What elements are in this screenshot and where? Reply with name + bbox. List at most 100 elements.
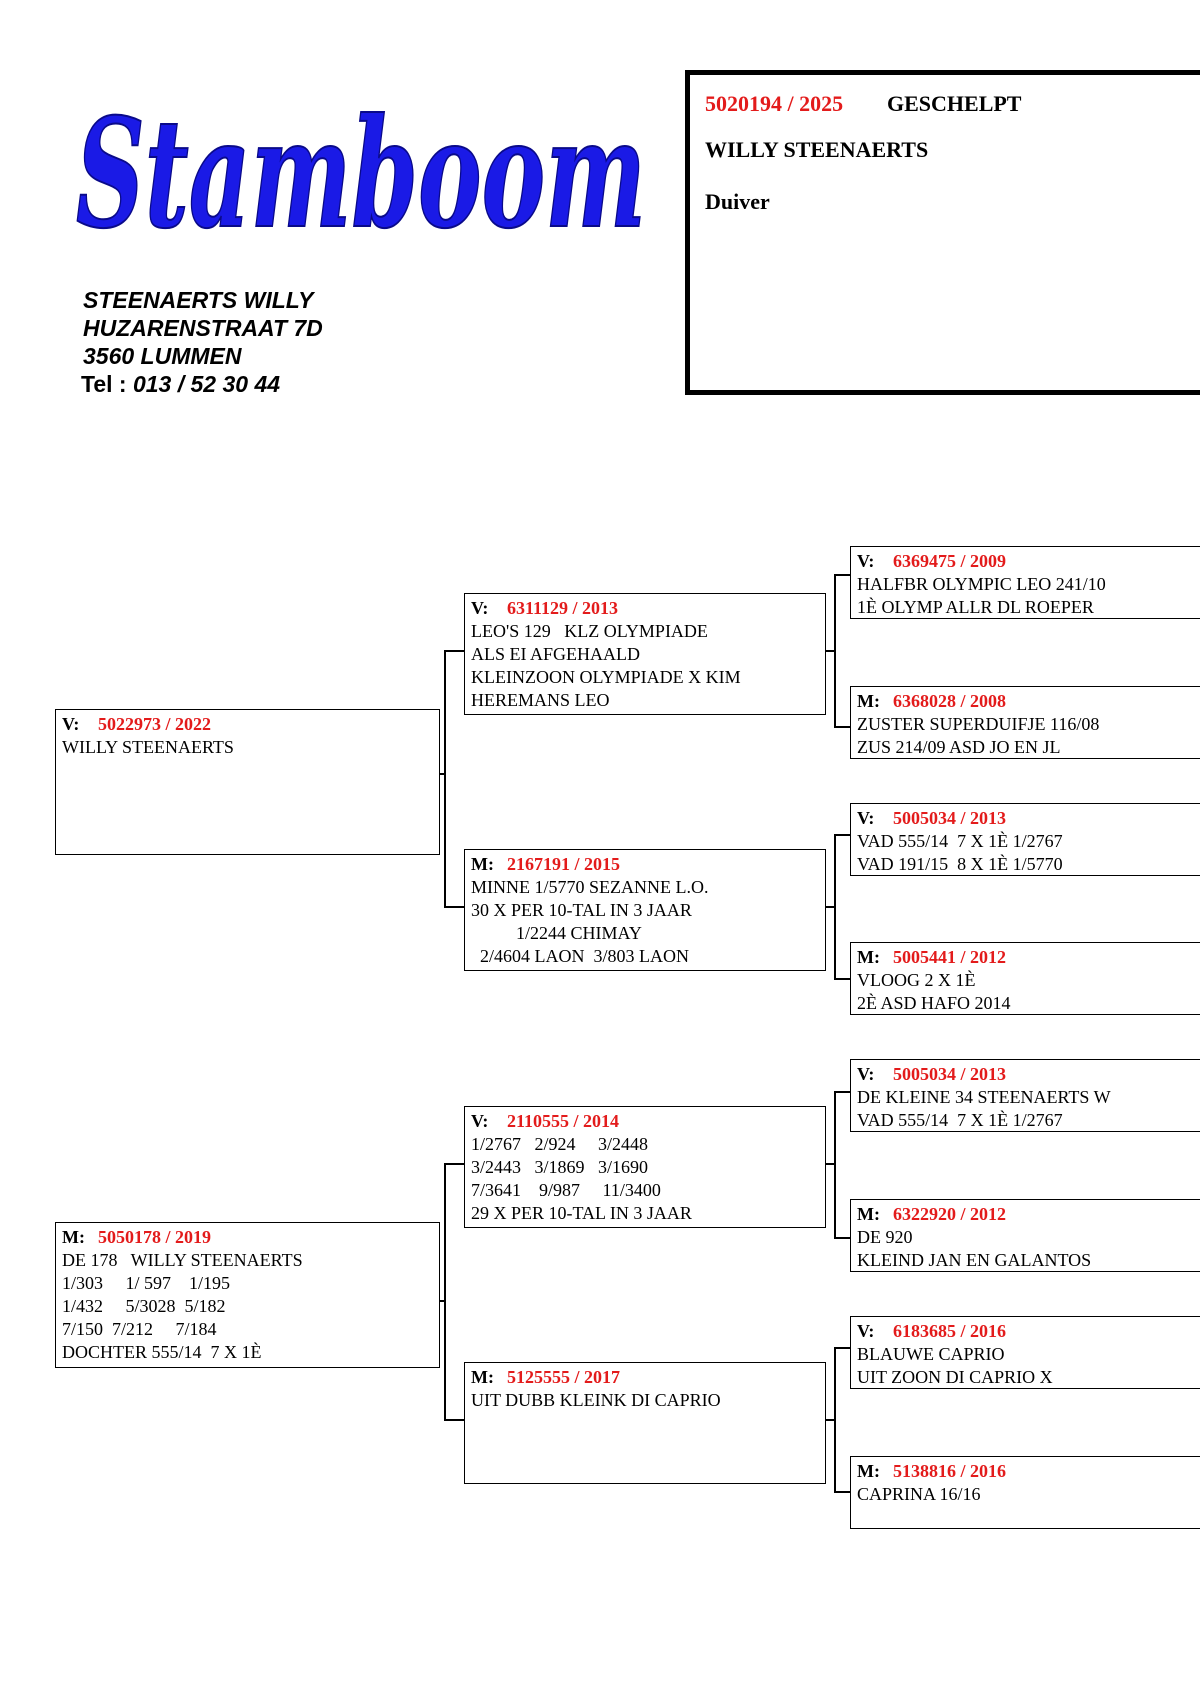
connector <box>444 1163 464 1165</box>
owner-street: HUZARENSTRAAT 7D <box>83 315 323 341</box>
ring-number: 2110555 / 2014 <box>507 1111 620 1131</box>
pedigree-mfm: M:6322920 / 2012 DE 920 KLEIND JAN EN GA… <box>850 1199 1200 1272</box>
pedigree-note: DE 178 WILLY STEENAERTS <box>62 1250 303 1270</box>
connector <box>444 1419 464 1421</box>
connector <box>834 1091 850 1093</box>
ring-number: 5138816 / 2016 <box>893 1461 1007 1481</box>
owner-phone: Tel : 013 / 52 30 44 <box>81 370 323 398</box>
connector <box>834 1491 850 1493</box>
logo-text: Stamboom <box>76 86 646 262</box>
owner-address: STEENAERTS WILLY HUZARENSTRAAT 7D 3560 L… <box>81 286 323 398</box>
pedigree-note: 1/432 5/3028 5/182 <box>62 1296 226 1316</box>
sex-label: V: <box>471 1111 489 1131</box>
pedigree-father: V: 5022973 / 2022 WILLY STEENAERTS <box>55 709 440 855</box>
sex-label: M: <box>857 691 880 711</box>
connector <box>823 650 835 652</box>
owner-name: STEENAERTS WILLY <box>83 287 314 313</box>
connector <box>437 773 445 775</box>
sex-label: V: <box>62 714 80 734</box>
ring-number: 6183685 / 2016 <box>893 1321 1007 1341</box>
pedigree-note: 1/2244 CHIMAY <box>471 923 642 943</box>
pedigree-note: ALS EI AFGEHAALD <box>471 644 640 664</box>
phone-label: Tel : <box>81 371 127 397</box>
sex-label: M: <box>857 1204 880 1224</box>
pedigree-note: ZUSTER SUPERDUIFJE 116/08 <box>857 714 1100 734</box>
pedigree-ffm: M: 6368028 / 2008 ZUSTER SUPERDUIFJE 116/… <box>850 686 1200 759</box>
ring-number: 5005034 / 2013 <box>893 1064 1007 1084</box>
pedigree-note: 1/303 1/ 597 1/195 <box>62 1273 231 1293</box>
pedigree-note: UIT DUBB KLEINK DI CAPRIO <box>471 1390 721 1410</box>
connector <box>834 978 850 980</box>
pedigree-note: WILLY STEENAERTS <box>62 737 234 757</box>
sex-label: V: <box>857 1321 875 1341</box>
pedigree-note: 7/150 7/212 7/184 <box>62 1319 217 1339</box>
ring-number: 5005441 / 2012 <box>893 947 1007 967</box>
connector <box>823 1163 835 1165</box>
sex-label: V: <box>857 551 875 571</box>
sex-label: V: <box>471 598 489 618</box>
pedigree-mother-mother: M: 5125555 / 2017 UIT DUBB KLEINK DI CAPR… <box>464 1362 826 1484</box>
pedigree-note: HEREMANS LEO <box>471 690 610 710</box>
ring-number: 2167191 / 2015 <box>507 854 621 874</box>
pedigree-father-mother: M: 2167191 / 2015 MINNE 1/5770 SEZANNE L.… <box>464 849 826 971</box>
ring-number: 6311129 / 2013 <box>507 598 619 618</box>
connector <box>834 834 850 836</box>
pedigree-note: DOCHTER 555/14 7 X 1È <box>62 1342 262 1362</box>
pedigree-note: 1È OLYMP ALLR DL ROEPER <box>857 597 1094 617</box>
ring-number: 6368028 / 2008 <box>893 691 1007 711</box>
pedigree-mother-father: V: 2110555 / 2014 1/2767 2/924 3/2448 3/2… <box>464 1106 826 1228</box>
sex-label: M: <box>857 947 880 967</box>
pedigree-note: VAD 555/14 7 X 1È 1/2767 <box>857 1110 1063 1130</box>
pedigree-note: 30 X PER 10-TAL IN 3 JAAR <box>471 900 692 920</box>
connector <box>834 1347 850 1349</box>
ring-number: 5125555 / 2017 <box>507 1367 621 1387</box>
header-color: GESCHELPT <box>887 91 1022 116</box>
header-sex: Duiver <box>705 189 770 214</box>
connector <box>834 726 850 728</box>
connector <box>444 650 464 652</box>
pedigree-note: ZUS 214/09 ASD JO EN JL <box>857 737 1061 757</box>
pedigree-note: UIT ZOON DI CAPRIO X <box>857 1367 1053 1387</box>
connector <box>834 1091 836 1239</box>
pedigree-mmf: V: 6183685 / 2016 BLAUWE CAPRIO UIT ZOON … <box>850 1316 1200 1389</box>
pedigree-note: KLEINZOON OLYMPIADE X KIM <box>471 667 741 687</box>
pedigree-note: MINNE 1/5770 SEZANNE L.O. <box>471 877 709 897</box>
sex-label: V: <box>857 1064 875 1084</box>
pedigree-note: LEO'S 129 KLZ OLYMPIADE <box>471 621 708 641</box>
pedigree-mother: M:5050178 / 2019 DE 178 WILLY STEENAERTS… <box>55 1222 440 1368</box>
pedigree-mmm: M:5138816 / 2016 CAPRINA 16/16 <box>850 1456 1200 1529</box>
phone-number: 013 / 52 30 44 <box>132 371 281 397</box>
pedigree-note: DE 920 <box>857 1227 913 1247</box>
pigeon-header-box: 5020194 / 2025 GESCHELPT WILLY STEENAERT… <box>685 70 1200 395</box>
connector <box>834 574 836 728</box>
connector <box>834 834 836 980</box>
owner-city: 3560 LUMMEN <box>83 343 242 369</box>
ring-number: 5022973 / 2022 <box>98 714 212 734</box>
pedigree-note: HALFBR OLYMPIC LEO 241/10 <box>857 574 1106 594</box>
connector <box>834 1347 836 1493</box>
ring-number: 6369475 / 2009 <box>893 551 1007 571</box>
connector <box>823 906 835 908</box>
pedigree-note: VAD 555/14 7 X 1È 1/2767 <box>857 831 1063 851</box>
connector <box>437 1300 445 1302</box>
pedigree-mff: V:5005034 / 2013 DE KLEINE 34 STEENAERTS… <box>850 1059 1200 1132</box>
pedigree-note: CAPRINA 16/16 <box>857 1484 981 1504</box>
sex-label: M: <box>471 1367 494 1387</box>
header-ring-number: 5020194 / 2025 <box>705 91 844 116</box>
sex-label: M: <box>471 854 494 874</box>
pedigree-note: 2/4604 LAON 3/803 LAON <box>471 946 689 966</box>
connector <box>444 1163 446 1421</box>
pedigree-note: 1/2767 2/924 3/2448 <box>471 1134 649 1154</box>
pedigree-note: VAD 191/15 8 X 1È 1/5770 <box>857 854 1063 874</box>
connector <box>823 1419 835 1421</box>
sex-label: V: <box>857 808 875 828</box>
ring-number: 5005034 / 2013 <box>893 808 1007 828</box>
pedigree-note: 29 X PER 10-TAL IN 3 JAAR <box>471 1203 692 1223</box>
ring-number: 5050178 / 2019 <box>98 1227 212 1247</box>
stamboom-logo: Stamboom <box>75 85 647 263</box>
pedigree-note: BLAUWE CAPRIO <box>857 1344 1005 1364</box>
pedigree-fmf: V: 5005034 / 2013 VAD 555/14 7 X 1È 1/276… <box>850 803 1200 876</box>
connector <box>444 906 464 908</box>
pedigree-note: 3/2443 3/1869 3/1690 <box>471 1157 649 1177</box>
pedigree-father-father: V: 6311129 / 2013 LEO'S 129 KLZ OLYMPIADE… <box>464 593 826 715</box>
